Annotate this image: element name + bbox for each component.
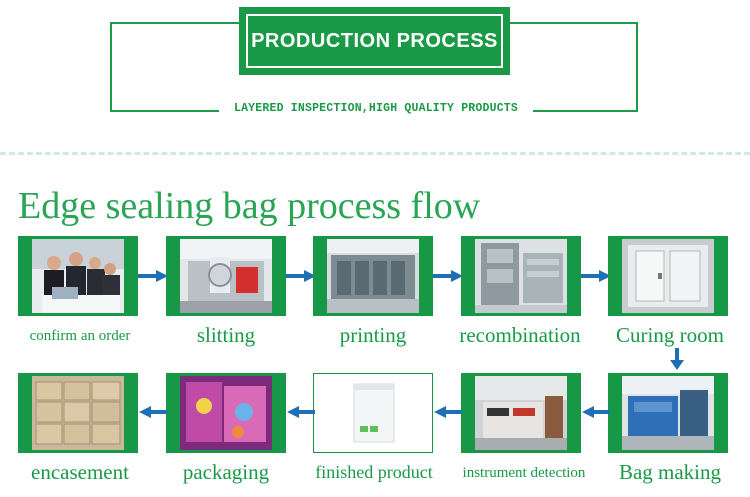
bag-making-machine-photo — [622, 376, 714, 450]
recombination-machine-photo — [475, 239, 567, 313]
slitting-machine-photo — [180, 239, 272, 313]
arrow-left-icon — [434, 406, 464, 418]
step-card-printing — [313, 236, 433, 316]
dashed-divider — [0, 152, 750, 155]
confirm-order-photo — [32, 239, 124, 313]
encasement-boxes-photo — [32, 376, 124, 450]
arrow-left-icon — [287, 406, 317, 418]
step-label-recombination: recombination — [459, 323, 581, 347]
page-title: PRODUCTION PROCESS — [251, 30, 498, 52]
step-label-packaging: packaging — [182, 460, 270, 484]
arrow-down-icon — [670, 348, 684, 370]
subtitle: LAYERED INSPECTION,HIGH QUALITY PRODUCTS — [233, 102, 519, 115]
step-card-finished-product — [313, 373, 433, 453]
step-label-curing-room: Curing room — [616, 323, 724, 347]
step-label-slitting: slitting — [196, 323, 256, 347]
step-label-finished-product: finished product — [315, 462, 433, 482]
title-inner-border — [246, 14, 503, 68]
step-card-recombination — [461, 236, 581, 316]
arrow-right-icon — [286, 270, 316, 282]
step-label-bag-making: Bag making — [618, 460, 722, 484]
arrow-right-icon — [433, 270, 463, 282]
arrow-left-icon — [582, 406, 612, 418]
step-card-curing-room — [608, 236, 728, 316]
step-label-confirm-order: confirm an order — [29, 328, 131, 344]
packaging-photo — [180, 376, 272, 450]
step-card-slitting — [166, 236, 286, 316]
finished-product-photo — [324, 380, 422, 448]
arrow-right-icon — [138, 270, 168, 282]
curing-room-photo — [622, 239, 714, 313]
arrow-left-icon — [139, 406, 169, 418]
step-label-encasement: encasement — [31, 460, 129, 484]
step-card-packaging — [166, 373, 286, 453]
printing-machine-photo — [327, 239, 419, 313]
step-card-instrument-detection — [461, 373, 581, 453]
step-card-encasement — [18, 373, 138, 453]
title-box — [239, 7, 510, 75]
step-card-bag-making — [608, 373, 728, 453]
step-label-instrument-detection: instrument detection — [462, 465, 586, 481]
step-card-confirm-order — [18, 236, 138, 316]
subtitle-background — [219, 98, 533, 120]
arrow-right-icon — [581, 270, 611, 282]
step-label-printing: printing — [339, 323, 407, 347]
instrument-detection-photo — [475, 376, 567, 450]
section-title: Edge sealing bag process flow — [18, 185, 481, 227]
